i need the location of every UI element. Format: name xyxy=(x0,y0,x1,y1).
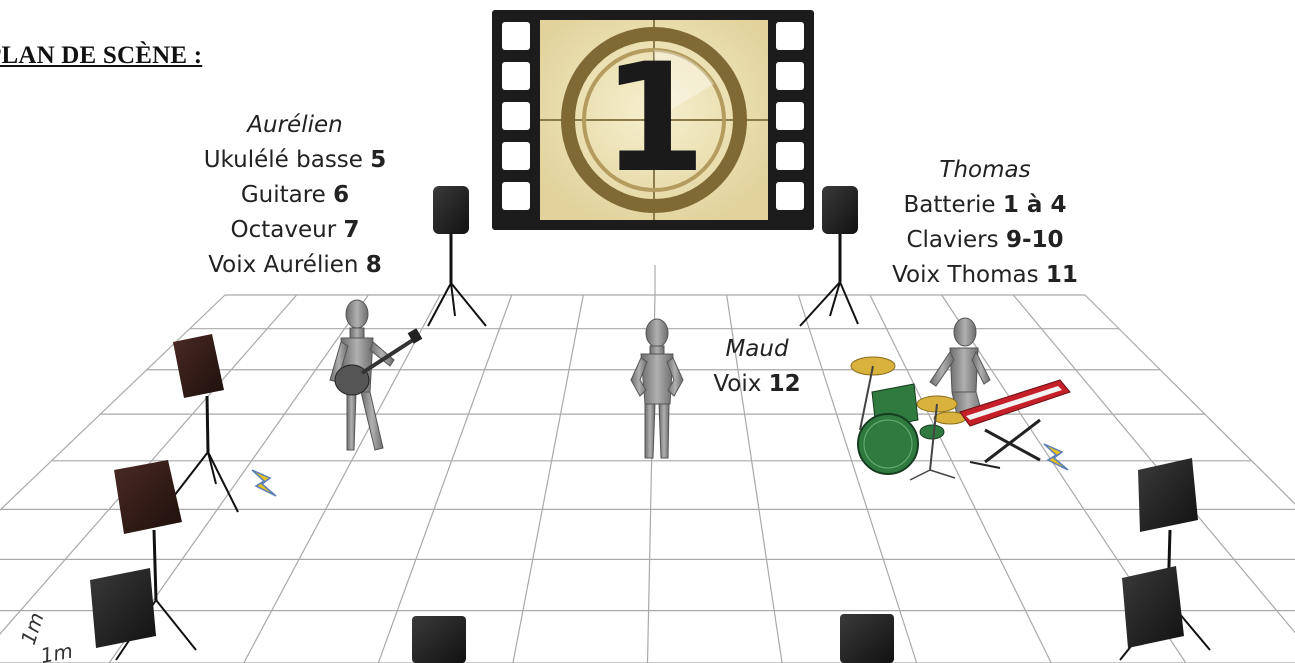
page-title: PLAN DE SCÈNE : xyxy=(0,42,202,70)
performer-label-aurelien: Aurélien Ukulélé basse 5 Guitare 6 Octav… xyxy=(175,108,415,283)
floor-monitor-right xyxy=(840,614,894,663)
channel-line: Ukulélé basse 5 xyxy=(175,143,415,178)
sprocket-hole xyxy=(502,182,530,210)
countdown-number: 1 xyxy=(602,32,706,206)
sprocket-hole xyxy=(502,62,530,90)
speaker-on-stand-left-mid xyxy=(173,334,238,512)
sprocket-hole xyxy=(502,22,530,50)
performer-name: Thomas xyxy=(870,153,1100,188)
sprocket-hole xyxy=(502,102,530,130)
channel-line: Voix Aurélien 8 xyxy=(175,248,415,283)
floor-monitor-left xyxy=(412,616,466,663)
drum-kit xyxy=(851,357,966,480)
sprocket-hole xyxy=(776,182,804,210)
power-outlet-icon-right xyxy=(1044,444,1068,470)
stage-floor-grid xyxy=(0,265,1295,663)
subwoofer-front-right xyxy=(1122,566,1184,648)
sprocket-hole xyxy=(776,62,804,90)
channel-line: Voix Thomas 11 xyxy=(870,258,1100,293)
grid-line-depth xyxy=(513,295,583,663)
scale-label-width: 1m xyxy=(39,639,75,663)
performer-label-thomas: Thomas Batterie 1 à 4 Claviers 9-10 Voix… xyxy=(870,153,1100,293)
sprocket-hole xyxy=(776,142,804,170)
mannequin-maud xyxy=(631,319,683,458)
channel-line: Voix 12 xyxy=(692,367,822,402)
performer-name: Aurélien xyxy=(175,108,415,143)
channel-line: Octaveur 7 xyxy=(175,213,415,248)
sprocket-hole xyxy=(502,142,530,170)
subwoofer-front-left xyxy=(90,568,156,648)
sprocket-hole xyxy=(776,22,804,50)
sprocket-hole xyxy=(776,102,804,130)
projection-screen: 1 xyxy=(492,10,814,230)
channel-line: Batterie 1 à 4 xyxy=(870,188,1100,223)
performer-name: Maud xyxy=(692,332,822,367)
channel-line: Guitare 6 xyxy=(175,178,415,213)
speaker-on-stand-upper-left xyxy=(428,186,486,326)
power-outlet-icon-left xyxy=(252,470,276,496)
scale-label-depth: 1m xyxy=(16,609,49,647)
channel-line: Claviers 9-10 xyxy=(870,223,1100,258)
performer-label-maud: Maud Voix 12 xyxy=(692,332,822,402)
